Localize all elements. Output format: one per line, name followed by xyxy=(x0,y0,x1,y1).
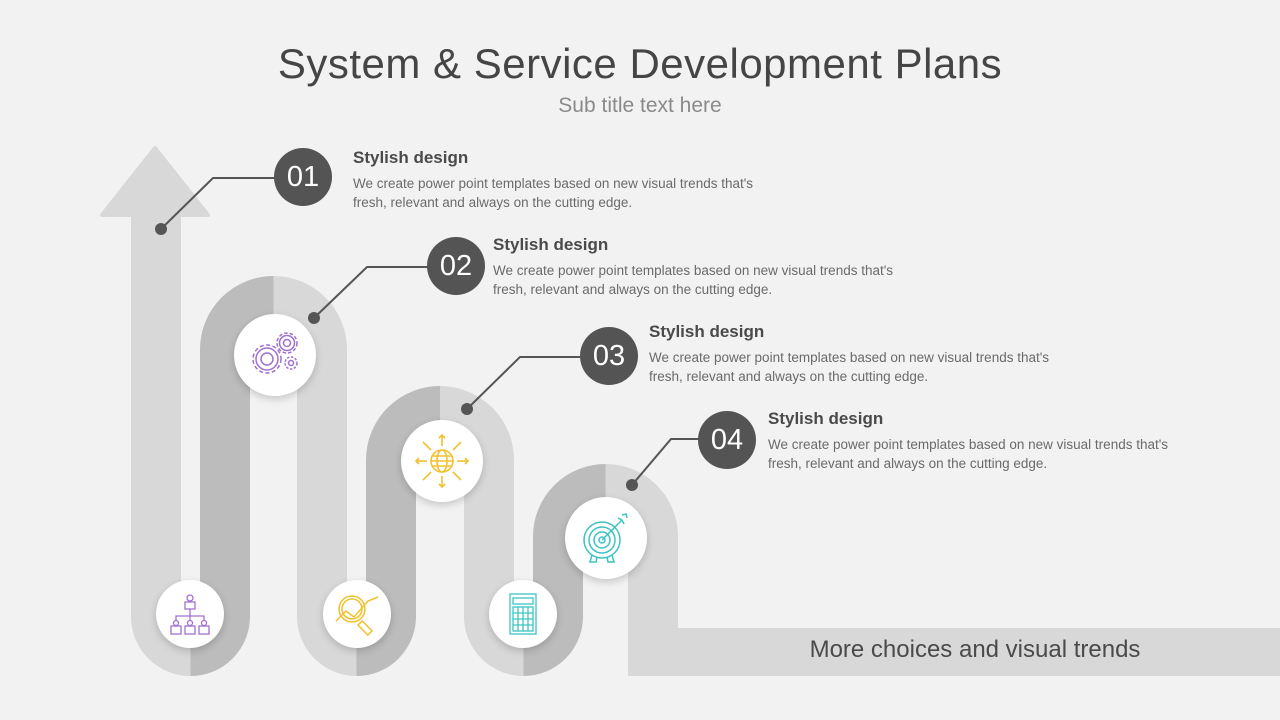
path-segment-dark xyxy=(188,276,276,676)
gears-icon xyxy=(252,332,298,374)
step-title: Stylish design xyxy=(353,148,469,167)
step-number-badge: 03 xyxy=(580,327,638,385)
step-text-03: Stylish design We create power point tem… xyxy=(649,322,1089,386)
step-number-badge: 04 xyxy=(698,411,756,469)
calculator-icon xyxy=(509,593,537,635)
step-text-04: Stylish design We create power point tem… xyxy=(768,409,1208,473)
step-number-badge: 02 xyxy=(427,237,485,295)
step-description-line: We create power point templates based on… xyxy=(353,176,754,191)
hierarchy-icon-badge xyxy=(156,580,224,648)
connector-line-04 xyxy=(631,438,700,486)
magnifier-chart-icon-badge xyxy=(323,580,391,648)
path-segment-dark xyxy=(354,386,442,676)
connector-line-02 xyxy=(313,266,430,319)
target-icon-badge xyxy=(565,497,647,579)
step-title: Stylish design xyxy=(768,409,884,428)
step-number-badge: 01 xyxy=(274,148,332,206)
page-subtitle: Sub title text here xyxy=(558,94,722,117)
calculator-icon-badge xyxy=(489,580,557,648)
step-description-line: fresh, relevant and always on the cuttin… xyxy=(649,369,929,384)
step-description-line: We create power point templates based on… xyxy=(768,437,1169,452)
connector-dot xyxy=(461,403,473,415)
step-description-line: We create power point templates based on… xyxy=(649,350,1050,365)
target-icon xyxy=(583,513,628,563)
connector-dot xyxy=(626,479,638,491)
arrow-head xyxy=(100,146,210,217)
step-description-line: fresh, relevant and always on the cuttin… xyxy=(353,195,633,210)
path-segment-light xyxy=(604,464,678,676)
step-title: Stylish design xyxy=(493,235,609,254)
connector-line-03 xyxy=(466,356,582,410)
step-description-line: fresh, relevant and always on the cuttin… xyxy=(768,456,1048,471)
footer-bar xyxy=(628,628,1280,676)
step-description-line: fresh, relevant and always on the cuttin… xyxy=(493,282,773,297)
footer-caption: More choices and visual trends xyxy=(809,636,1141,663)
globe-arrows-icon-badge xyxy=(401,420,483,502)
magnifier-chart-icon xyxy=(335,595,379,637)
step-description-line: We create power point templates based on… xyxy=(493,263,894,278)
step-text-01: Stylish design We create power point tem… xyxy=(353,148,793,212)
page-title: System & Service Development Plans xyxy=(277,40,1003,87)
path-segment-light xyxy=(438,386,526,676)
connector-dot xyxy=(308,312,320,324)
hierarchy-icon xyxy=(170,594,210,635)
connector-dot xyxy=(155,223,167,235)
connector-line-01 xyxy=(160,177,276,230)
gears-icon-badge xyxy=(234,314,316,396)
path-segment-dark xyxy=(521,464,608,676)
step-text-02: Stylish design We create power point tem… xyxy=(493,235,933,299)
path-segment-light xyxy=(272,276,359,676)
globe-arrows-icon xyxy=(414,433,470,489)
step-title: Stylish design xyxy=(649,322,765,341)
